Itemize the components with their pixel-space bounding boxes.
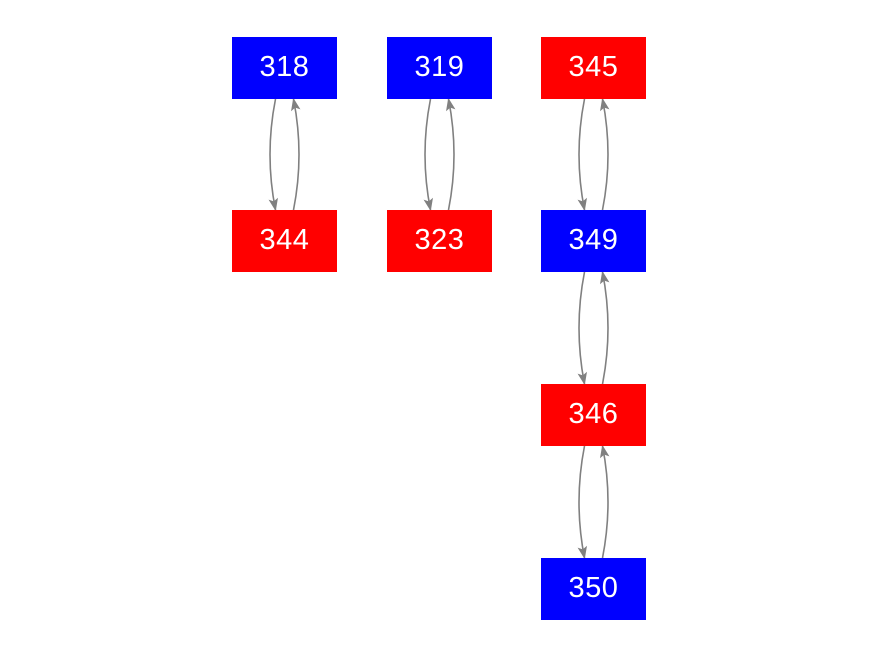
graph-edge-346-to-349: [600, 270, 610, 385]
graph-node-label: 319: [414, 50, 465, 83]
graph-node-label: 345: [568, 50, 619, 83]
graph-node-349[interactable]: 349: [541, 210, 646, 272]
graph-node-label: 318: [259, 50, 310, 83]
graph-node-318[interactable]: 318: [232, 37, 337, 99]
graph-edge-344-to-318: [291, 97, 301, 211]
graph-node-label: 349: [568, 223, 619, 256]
graph-node-345[interactable]: 345: [541, 37, 646, 99]
graph-edge-345-to-349: [577, 98, 587, 212]
graph-node-350[interactable]: 350: [541, 558, 646, 620]
edges-group: [268, 97, 610, 560]
graph-node-label: 350: [568, 571, 619, 604]
graph-edge-350-to-346: [600, 444, 610, 559]
graph-edge-346-to-350: [577, 445, 587, 560]
graph-node-344[interactable]: 344: [232, 210, 337, 272]
graph-edge-349-to-346: [577, 271, 587, 386]
graph-node-label: 323: [414, 223, 465, 256]
graph-edge-349-to-345: [600, 97, 610, 211]
graph-node-346[interactable]: 346: [541, 384, 646, 446]
graph-node-label: 344: [259, 223, 310, 256]
graph-edge-319-to-323: [423, 98, 433, 212]
graph-edge-323-to-319: [446, 97, 456, 211]
graph-node-319[interactable]: 319: [387, 37, 492, 99]
graph-node-label: 346: [568, 397, 619, 430]
graph-edge-318-to-344: [268, 98, 278, 212]
graph-node-323[interactable]: 323: [387, 210, 492, 272]
